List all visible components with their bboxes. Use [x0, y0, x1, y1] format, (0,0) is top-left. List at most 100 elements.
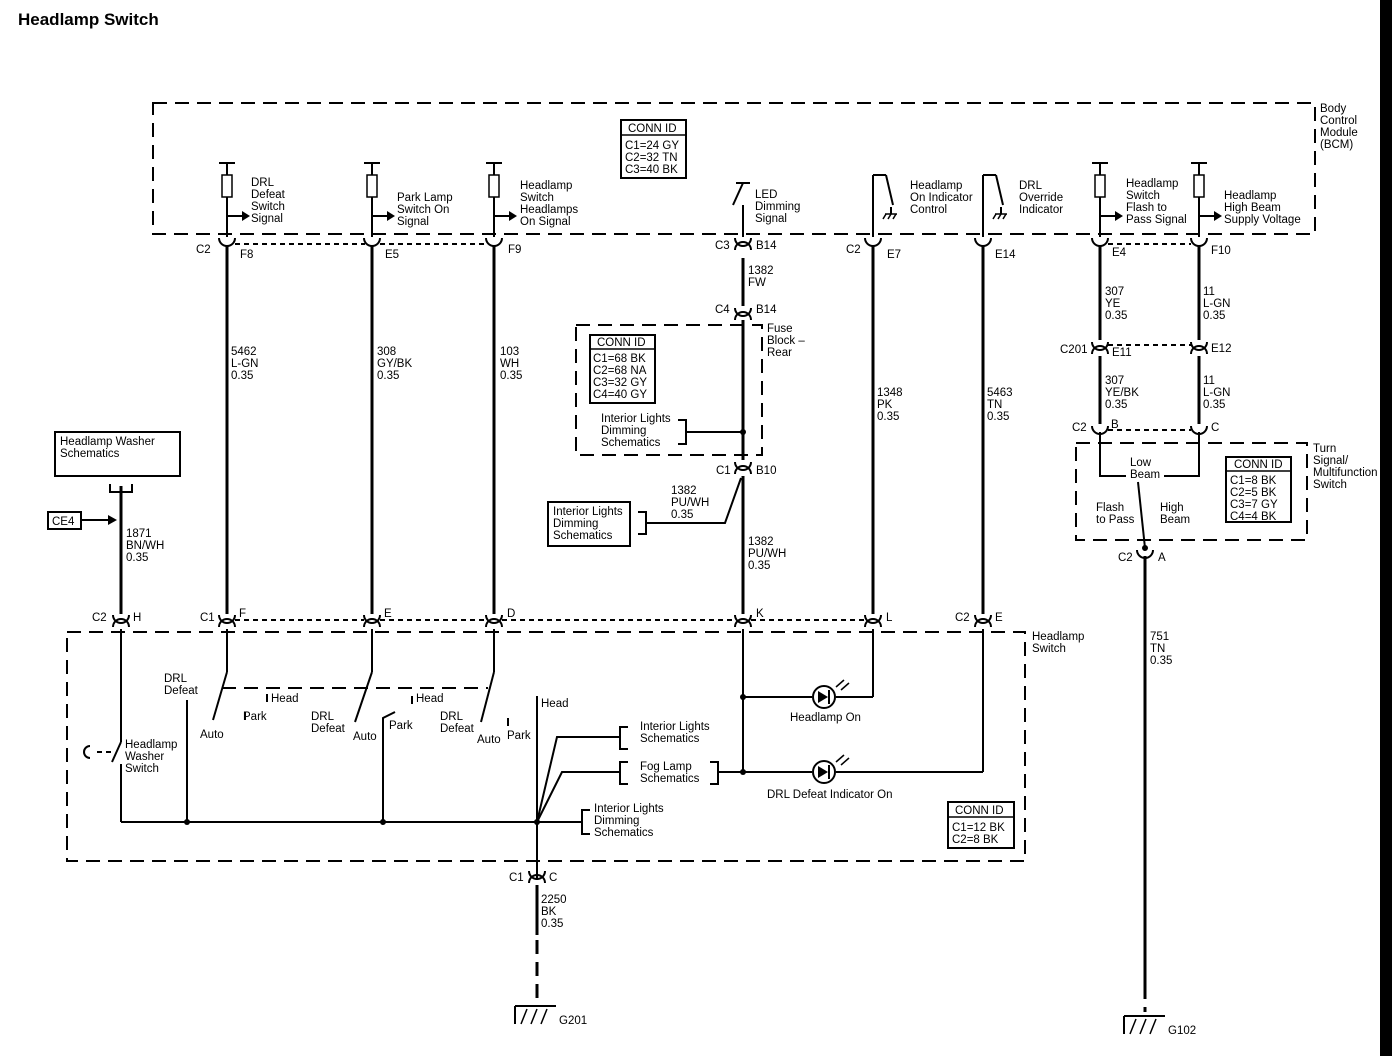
svg-text:C2: C2	[955, 612, 970, 624]
svg-text:C2=8 BK: C2=8 BK	[952, 834, 999, 846]
svg-text:E14: E14	[995, 249, 1016, 261]
svg-text:E5: E5	[385, 249, 399, 261]
svg-text:C1: C1	[200, 612, 215, 624]
svg-text:C1=8 BK: C1=8 BK	[1230, 475, 1277, 487]
svg-text:DRL Defeat Indicator On: DRL Defeat Indicator On	[767, 789, 893, 801]
svg-text:C3=7 GY: C3=7 GY	[1230, 499, 1278, 511]
svg-text:C4: C4	[715, 304, 730, 316]
svg-text:B14: B14	[756, 304, 777, 316]
svg-text:C2: C2	[92, 612, 107, 624]
headlamp-on-led-icon: Headlamp On	[790, 679, 861, 724]
ce4-connector: CE4	[47, 511, 117, 530]
svg-text:C1=12 BK: C1=12 BK	[952, 822, 1005, 834]
bcm-box	[152, 102, 1316, 235]
svg-text:E4: E4	[1112, 247, 1127, 259]
svg-text:D: D	[507, 608, 515, 620]
svg-text:B10: B10	[756, 465, 776, 477]
svg-text:C4=40 GY: C4=40 GY	[593, 389, 647, 401]
svg-text:C4=4 BK: C4=4 BK	[1230, 511, 1277, 523]
svg-text:B: B	[1111, 419, 1119, 431]
svg-text:Park: Park	[243, 711, 267, 723]
svg-text:CONN ID: CONN ID	[597, 337, 646, 349]
svg-text:CE4: CE4	[52, 516, 75, 528]
svg-text:C2: C2	[1118, 552, 1133, 564]
svg-text:G102: G102	[1168, 1025, 1196, 1037]
bcm-inputs	[219, 162, 1222, 237]
svg-text:F: F	[239, 608, 246, 620]
svg-text:Park: Park	[507, 730, 531, 742]
svg-text:Auto: Auto	[477, 734, 501, 746]
turn-signal-conn-id: CONN ID C1=8 BK C2=5 BK C3=7 GY C4=4 BK	[1225, 456, 1292, 523]
svg-text:E11: E11	[1112, 347, 1132, 359]
fuse-block-conn-id: CONN ID C1=68 BK C2=68 NA C3=32 GY C4=40…	[589, 334, 656, 404]
svg-text:E: E	[384, 608, 392, 620]
svg-text:F10: F10	[1211, 245, 1231, 257]
svg-text:E12: E12	[1211, 343, 1231, 355]
svg-text:L: L	[886, 612, 893, 624]
svg-text:C: C	[549, 872, 557, 884]
turn-signal-pins: C2 B C	[1072, 419, 1219, 435]
svg-text:C2=5 BK: C2=5 BK	[1230, 487, 1277, 499]
page-edge-bar	[1380, 0, 1392, 1056]
svg-text:Head: Head	[271, 693, 299, 705]
svg-text:E: E	[995, 612, 1003, 624]
svg-text:C3=40 BK: C3=40 BK	[625, 164, 678, 176]
svg-text:F9: F9	[508, 244, 521, 256]
svg-text:Headlamp On: Headlamp On	[790, 712, 861, 724]
turn-signal-c2-pin: C2 A	[1118, 549, 1166, 564]
svg-text:K: K	[756, 608, 764, 620]
svg-text:C1=68 BK: C1=68 BK	[593, 353, 646, 365]
svg-text:C2: C2	[196, 244, 211, 256]
svg-text:G201: G201	[559, 1015, 587, 1027]
drl-defeat-led-icon: DRL Defeat Indicator On	[767, 754, 893, 801]
svg-text:C: C	[1211, 422, 1219, 434]
svg-text:Auto: Auto	[200, 729, 224, 741]
headlamp-switch-c1-pin: C1 C	[509, 870, 557, 884]
turn-signal-label: Turn Signal/ Multifunction Switch	[1313, 443, 1381, 491]
svg-text:C1=24 GY: C1=24 GY	[625, 140, 679, 152]
ground-g102-icon: G102	[1123, 1015, 1196, 1037]
headlamp-switch-conn-id: CONN ID C1=12 BK C2=8 BK	[947, 801, 1015, 849]
svg-text:C201: C201	[1060, 344, 1088, 356]
svg-text:B14: B14	[756, 240, 777, 252]
svg-text:Head: Head	[541, 698, 569, 710]
svg-text:Auto: Auto	[353, 731, 377, 743]
svg-text:C3=32 GY: C3=32 GY	[593, 377, 647, 389]
svg-text:Head: Head	[416, 693, 444, 705]
svg-text:CONN ID: CONN ID	[1234, 459, 1283, 471]
